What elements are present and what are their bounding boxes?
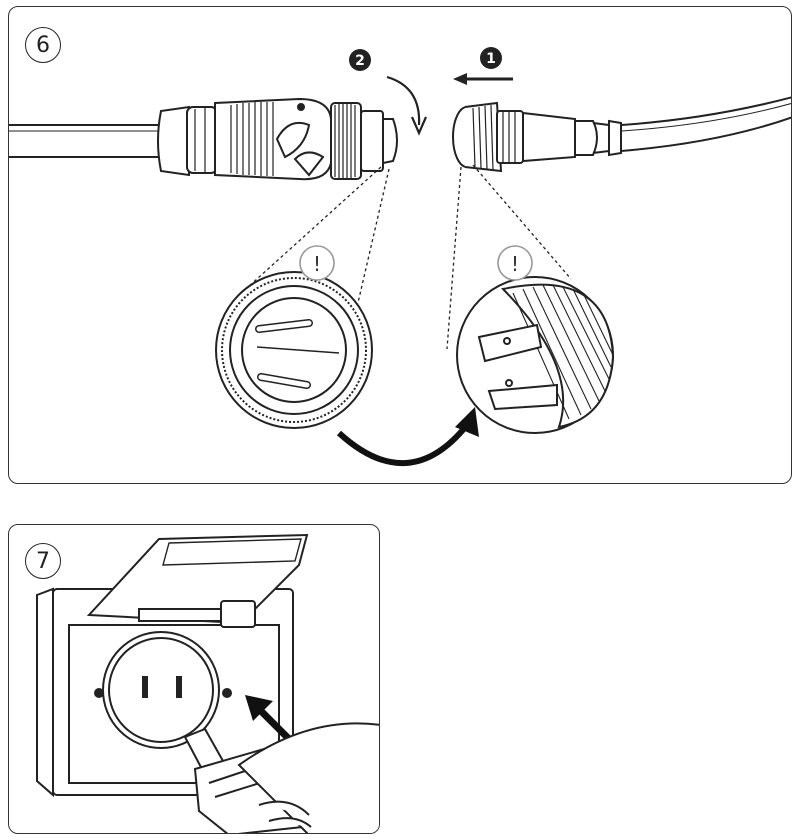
female-connector xyxy=(452,101,622,173)
step-6-panel: 6 xyxy=(8,6,792,484)
match-arrow xyxy=(336,407,479,467)
female-face-detail xyxy=(456,276,615,434)
screw-left xyxy=(94,688,104,698)
rotate-arrow xyxy=(386,75,421,126)
warning-left-label: ! xyxy=(313,252,321,276)
callout-2-label: 2 xyxy=(355,53,365,69)
callout-2: 2 xyxy=(349,49,371,71)
warning-left: ! xyxy=(299,245,335,281)
step-7-panel: 7 xyxy=(8,524,380,834)
zoom-lines xyxy=(236,164,572,350)
socket-face xyxy=(102,631,220,749)
outlet-illustration xyxy=(36,533,379,833)
hand-with-plug xyxy=(183,722,379,833)
outlet-lid xyxy=(86,533,309,628)
warning-right: ! xyxy=(497,245,533,281)
screw-right xyxy=(222,688,232,698)
male-face-detail xyxy=(215,271,373,429)
connector-illustration: 2 1 xyxy=(9,47,791,467)
step-number-badge: 7 xyxy=(25,543,61,579)
push-arrow xyxy=(453,73,513,85)
right-cable xyxy=(620,96,791,152)
step-number-badge: 6 xyxy=(25,27,61,63)
warning-right-label: ! xyxy=(511,252,519,276)
male-connector xyxy=(157,97,398,181)
callout-1-label: 1 xyxy=(486,51,496,67)
left-cable xyxy=(9,124,169,158)
callout-1: 1 xyxy=(480,47,502,69)
